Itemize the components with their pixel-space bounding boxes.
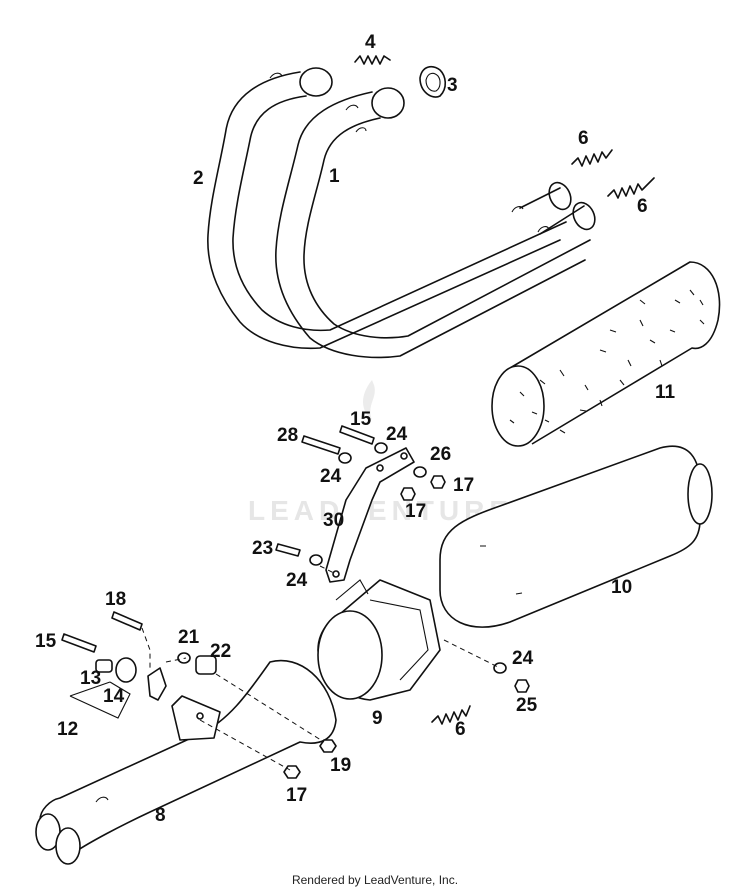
washer-24-top	[374, 442, 388, 454]
callout-6-bottom: 6	[455, 719, 466, 740]
callout-labels: 1 2 3 4 6 6 6 8 9 10 11 12 13 14 15 15 1…	[35, 32, 676, 826]
hardware	[61, 425, 530, 779]
washer-24-lower	[309, 554, 323, 566]
nut-25	[514, 679, 530, 693]
callout-15-left: 15	[35, 631, 57, 652]
pipe-2-outlet	[548, 181, 572, 211]
spring-6-bottom	[431, 705, 471, 725]
callout-1: 1	[329, 166, 340, 187]
callout-19: 19	[330, 755, 351, 776]
insulation-wrap-11	[491, 261, 721, 447]
callout-6-top: 6	[578, 128, 589, 149]
nut-17-below	[400, 487, 416, 501]
callout-6-middle: 6	[637, 196, 648, 217]
bolt-15-top	[339, 425, 375, 445]
callout-9: 9	[372, 708, 383, 729]
washer-26	[413, 466, 427, 478]
callout-3: 3	[447, 75, 458, 96]
callout-4: 4	[365, 32, 376, 53]
spring-6-top	[571, 149, 613, 167]
callout-24-top: 24	[386, 424, 408, 445]
callout-28: 28	[277, 425, 298, 446]
washer-24-right	[493, 662, 507, 674]
callout-14: 14	[103, 686, 125, 707]
nut-17-bottom	[283, 765, 301, 779]
callout-2: 2	[193, 168, 204, 189]
callout-8: 8	[155, 805, 166, 826]
nut-17-right	[430, 475, 446, 489]
pipe-8-bracket	[171, 695, 221, 741]
bracket-30	[325, 447, 415, 583]
grommet-14	[115, 657, 137, 683]
callout-15-top: 15	[350, 409, 372, 430]
header-pipe-2	[207, 67, 567, 350]
spacer-13	[95, 659, 113, 673]
callout-24-left: 24	[320, 466, 342, 487]
rear-pipe-8	[35, 659, 337, 865]
gasket-3	[419, 65, 447, 98]
callout-24-right: 24	[512, 648, 534, 669]
footer-credit: Rendered by LeadVenture, Inc.	[291, 873, 459, 887]
clamp-sleeve-9	[317, 579, 441, 701]
bolt-28	[301, 435, 341, 455]
callout-18: 18	[105, 589, 126, 610]
muffler-10	[439, 445, 713, 628]
callout-17-right: 17	[453, 475, 474, 496]
callout-23: 23	[252, 538, 273, 559]
callout-12: 12	[57, 719, 78, 740]
nut-19	[319, 739, 337, 753]
spring-4	[354, 55, 391, 65]
callout-11: 11	[655, 382, 676, 403]
bolt-15-left	[61, 633, 97, 653]
spring-6-middle	[607, 177, 655, 199]
callout-17-bottom: 17	[286, 785, 307, 806]
sleeve-opening	[317, 610, 383, 700]
callout-10: 10	[611, 577, 632, 598]
clamp-bracket	[147, 667, 167, 701]
pipe-8-outlet-b	[55, 827, 81, 865]
wrap-end	[491, 365, 545, 447]
header-pipe-1	[275, 87, 591, 359]
pipe-1-inlet	[371, 87, 405, 119]
bolt-18	[111, 611, 143, 631]
callout-26: 26	[430, 444, 451, 465]
pipe-2-inlet	[299, 67, 333, 97]
callout-24-lower: 24	[286, 570, 308, 591]
pipe-1-outlet	[572, 201, 596, 231]
callout-25: 25	[516, 695, 538, 716]
alignment-lines	[69, 565, 501, 771]
callout-17-middle: 17	[405, 501, 426, 522]
callout-30: 30	[323, 510, 344, 531]
callout-13: 13	[80, 668, 101, 689]
bolt-23	[275, 543, 301, 557]
washer-24-left	[338, 452, 352, 464]
callout-22: 22	[210, 641, 231, 662]
callout-21: 21	[178, 627, 200, 648]
muffler-outlet	[687, 463, 713, 525]
spacer-22	[195, 655, 217, 675]
